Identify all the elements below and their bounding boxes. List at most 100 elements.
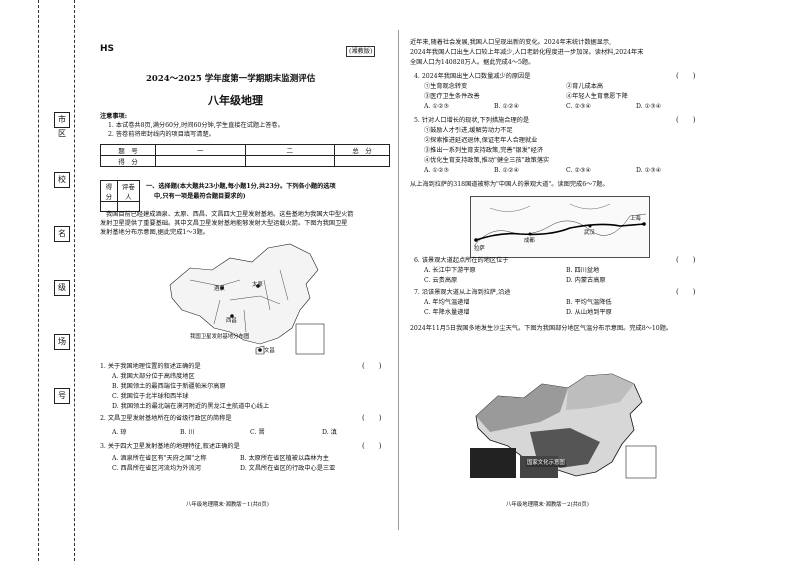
question-option: ③医疗卫生条件改善 (424, 93, 480, 100)
notes-heading: 注意事项: (100, 113, 128, 120)
question-option: B. ①②④ (494, 103, 520, 110)
question-option: B. ①②④ (494, 167, 520, 174)
answer-paren[interactable]: ( ) (676, 72, 696, 80)
passage-line: 发射卫星提供了重要基础。其中文昌卫星发射基地能够发射大型运载火箭。下图为我国卫星 (100, 220, 348, 227)
seal-line (38, 0, 39, 561)
china-temperature-map (470, 373, 657, 479)
question-option: ②育儿成本高 (566, 83, 604, 90)
answer-paren[interactable]: ( ) (676, 116, 696, 124)
binding-field-school[interactable]: 校 (54, 172, 70, 188)
right-map-caption: 国家文化示意图 (526, 460, 566, 467)
answer-paren[interactable]: ( ) (362, 362, 382, 370)
question-option: ①鼓励人才引进,缓解劳动力不足 (424, 127, 513, 134)
score-cell[interactable] (244, 155, 335, 167)
answer-paren[interactable]: ( ) (362, 414, 382, 422)
binding-field-class[interactable]: 级 (54, 280, 70, 296)
intro-line: 全国人口为140828万人。据此完成4～5题。 (410, 59, 535, 66)
question-option: B. 川 (180, 429, 195, 436)
grader-box: 得分 评卷人 (100, 180, 141, 212)
question-option: ②探索推进延迟退休,保证老年人合理就业 (424, 137, 538, 144)
question-stem: 6. 该景观大道起点所在的地区位于 (414, 257, 509, 264)
section1-title: 一、选择题(本大题共23小题,每小题1分,共23分。下列各小题的选项 (146, 183, 336, 190)
grader-reviewer-cell[interactable] (116, 201, 141, 212)
question-option: B. 四川盆地 (566, 267, 600, 274)
question-option: D. ①③④ (636, 167, 662, 174)
score-header: 总 分 (334, 144, 390, 156)
question-option: C. 晋 (250, 429, 265, 436)
score-row-label: 得 分 (100, 155, 156, 167)
passage-line: 我国目前已经建成酒泉、太原、西昌、文昌四大卫星发射基地。这些基地为我国大中型火箭 (106, 211, 354, 218)
question-option: D. 从山地到平原 (566, 309, 612, 316)
question-stem: 3. 关于四大卫星发射基地的地理特征,叙述正确的是 (100, 443, 240, 450)
footer-page2: 八年级地理期末·湘教版－2(共8页) (506, 502, 589, 508)
route-label-lhasa: 拉萨 (474, 246, 485, 252)
question-stem: 2. 文昌卫星发射基地所在的省级行政区的简称是 (100, 415, 232, 422)
map-caption: 我国卫星发射基地分布图 (190, 334, 250, 340)
subject-title: 八年级地理 (208, 94, 263, 107)
score-header: 题 号 (100, 144, 156, 156)
score-cell[interactable] (155, 155, 246, 167)
answer-paren[interactable]: ( ) (676, 256, 696, 264)
question-option: D. 内蒙古高原 (566, 277, 606, 284)
note-item: 2. 答卷前将密封线内的项目填写清楚。 (108, 131, 215, 138)
question-stem: 4. 2024年我国出生人口数量减少的原因是 (414, 73, 531, 80)
question-option: A. ①②③ (424, 167, 450, 174)
answer-paren[interactable]: ( ) (676, 288, 696, 296)
question-option: D. 滇 (322, 429, 337, 436)
question-option: A. 酒泉所在省区有"天府之国"之称 (112, 455, 207, 462)
note-item: 1. 本试卷共8页,满分60分,时间60分钟,学生直接在试题上答卷。 (108, 122, 284, 129)
question-option: B. 我国领土的最西端位于新疆帕米尔高原 (112, 383, 226, 390)
grader-reviewer-label: 评卷人 (116, 180, 141, 202)
map-label-wenchang: 文昌 (264, 348, 275, 354)
satellite-base-map (169, 243, 325, 355)
binding-field-region[interactable]: 市区 (54, 112, 70, 138)
route-label-shanghai: 上海 (630, 216, 641, 222)
exam-title: 2024～2025 学年度第一学期期末监测评估 (146, 74, 316, 84)
question-option: B. 太原所在省区植被以森林为主 (240, 455, 329, 462)
grader-score-label: 得分 (100, 180, 118, 202)
question-option: B. 平均气温降低 (566, 299, 612, 306)
question-option: C. ②③④ (566, 103, 592, 110)
answer-paren[interactable]: ( ) (362, 442, 382, 450)
intro-line: 2024年我国人口出生人口较上年减少,人口老龄化程度进一步加深。读材料,2024… (410, 49, 644, 56)
passage-line: 发射基地分布示意图,据此完成1～3题。 (100, 229, 209, 236)
question-option: D. ①③④ (636, 103, 662, 110)
question-option: ③推出一系列生育支持政策,完善"银发"经济 (424, 147, 544, 154)
binding-strip: 市区 校 名 级 场 号 (0, 0, 92, 561)
score-cell[interactable] (334, 155, 390, 167)
question-option: C. 我国位于北半球和西半球 (112, 393, 189, 400)
question-option: D. 我国领土的最北端在漠河附近的黑龙江主航道中心线上 (112, 403, 270, 410)
question-option: A. ①②③ (424, 103, 450, 110)
passage-line: 2024年11月5日我国多地发生沙尘天气。下图为我国部分地区气温分布示意图。完成… (410, 325, 673, 332)
question-option: A. 年均气温递增 (424, 299, 470, 306)
question-option: C. 年降水量递增 (424, 309, 470, 316)
question-option: C. ②③④ (566, 167, 592, 174)
question-stem: 5. 针对人口增长的现状,下列措施合理的是 (414, 117, 530, 124)
question-option: C. 西昌所在省区河流均为外流河 (112, 465, 201, 472)
map-label-xichang: 西昌 (226, 318, 237, 324)
binding-field-room[interactable]: 场 (54, 334, 70, 350)
footer-page1: 八年级地理期末·湘教版－1(共8页) (186, 502, 269, 508)
question-option: A. 我国大部分位于高纬度地区 (112, 373, 195, 380)
question-option: A. 长江中下游平原 (424, 267, 476, 274)
score-header: 二 (244, 144, 335, 156)
question-option: ①生育观念转变 (424, 83, 468, 90)
route-label-chengdu: 成都 (524, 238, 535, 244)
seal-line-inner (74, 0, 75, 561)
binding-field-name[interactable]: 名 (54, 226, 70, 242)
binding-field-number[interactable]: 号 (54, 388, 70, 404)
section1-title-cont: 中,只有一项是最符合题目要求的) (154, 193, 246, 200)
question-option: D. 文昌所在省区的行政中心是三亚 (240, 465, 336, 472)
route-label-wuhan: 武汉 (584, 230, 595, 236)
question-option: A. 琼 (112, 429, 127, 436)
score-table: 题 号 一 二 总 分 得 分 (100, 144, 390, 167)
question-option: ④年轻人生育意愿下降 (566, 93, 628, 100)
question-option: ④优化生育支持政策,推动"健全三孩"政策落实 (424, 157, 550, 164)
route-intro: 从上海到拉萨的318国道被称为"中国人的景观大道"。读图完成6～7题。 (410, 181, 609, 188)
question-stem: 1. 关于我国地理位置的叙述正确的是 (100, 363, 201, 370)
page-divider (398, 30, 399, 530)
score-header: 一 (155, 144, 246, 156)
intro-line: 近年来,随着社会发展,我国人口呈现出新的变化。2024年末统计数据显示, (410, 39, 612, 46)
edition-badge: (湘教版) (346, 46, 376, 57)
map-label-jiuquan: 酒泉 (214, 286, 225, 292)
